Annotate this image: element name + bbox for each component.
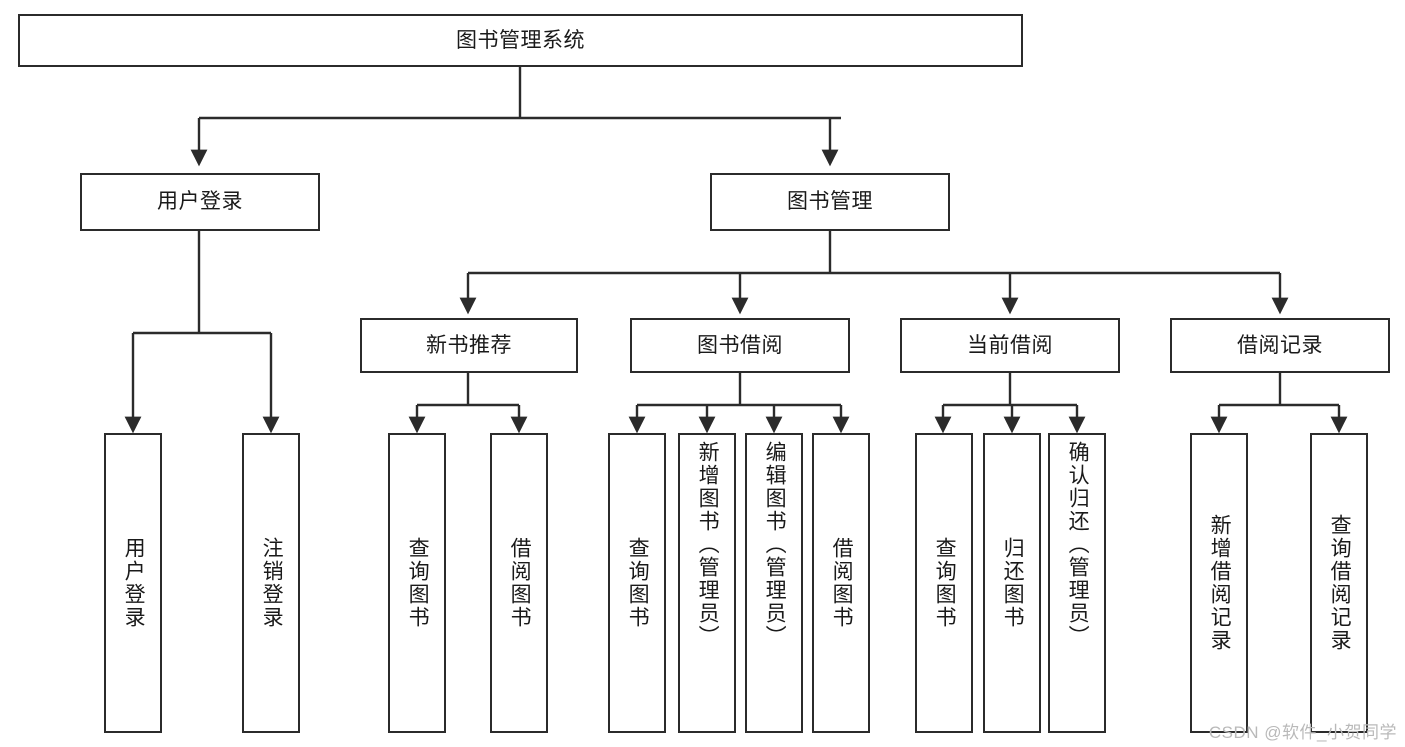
leaf-borrow-book-1[interactable]: 借阅图书 bbox=[490, 433, 548, 733]
node-root-system[interactable]: 图书管理系统 bbox=[18, 14, 1023, 67]
leaf-user-logout-label: 注销登录 bbox=[260, 537, 284, 629]
leaf-query-book-2-label: 查询图书 bbox=[626, 537, 650, 629]
leaf-borrow-book-1-label: 借阅图书 bbox=[508, 537, 532, 629]
leaf-edit-book[interactable]: 编辑图书（管理员） bbox=[745, 433, 803, 733]
leaf-confirm-return[interactable]: 确认归还（管理员） bbox=[1048, 433, 1106, 733]
leaf-query-book-1-label: 查询图书 bbox=[406, 537, 430, 629]
node-user-login-label: 用户登录 bbox=[157, 190, 243, 214]
watermark-text: CSDN @软件_小贺同学 bbox=[1208, 723, 1397, 742]
node-new-book-recommend[interactable]: 新书推荐 bbox=[360, 318, 578, 373]
node-borrow-record[interactable]: 借阅记录 bbox=[1170, 318, 1390, 373]
leaf-add-record[interactable]: 新增借阅记录 bbox=[1190, 433, 1248, 733]
leaf-return-book-label: 归还图书 bbox=[1001, 537, 1025, 629]
leaf-query-record[interactable]: 查询借阅记录 bbox=[1310, 433, 1368, 733]
leaf-borrow-book-2[interactable]: 借阅图书 bbox=[812, 433, 870, 733]
leaf-query-book-2[interactable]: 查询图书 bbox=[608, 433, 666, 733]
node-book-borrow-label: 图书借阅 bbox=[697, 333, 783, 357]
node-new-book-recommend-label: 新书推荐 bbox=[426, 333, 512, 357]
leaf-query-book-3-label: 查询图书 bbox=[933, 537, 957, 629]
leaf-borrow-book-2-label: 借阅图书 bbox=[830, 537, 854, 629]
leaf-add-record-label: 新增借阅记录 bbox=[1208, 514, 1232, 652]
leaf-user-login[interactable]: 用户登录 bbox=[104, 433, 162, 733]
leaf-user-logout[interactable]: 注销登录 bbox=[242, 433, 300, 733]
node-borrow-record-label: 借阅记录 bbox=[1237, 333, 1323, 357]
node-current-borrow-label: 当前借阅 bbox=[967, 333, 1053, 357]
leaf-user-login-label: 用户登录 bbox=[122, 537, 146, 629]
node-book-management[interactable]: 图书管理 bbox=[710, 173, 950, 231]
leaf-query-record-label: 查询借阅记录 bbox=[1328, 514, 1352, 652]
leaf-return-book[interactable]: 归还图书 bbox=[983, 433, 1041, 733]
leaf-query-book-1[interactable]: 查询图书 bbox=[388, 433, 446, 733]
node-root-system-label: 图书管理系统 bbox=[456, 28, 585, 52]
node-user-login[interactable]: 用户登录 bbox=[80, 173, 320, 231]
leaf-add-book[interactable]: 新增图书（管理员） bbox=[678, 433, 736, 733]
leaf-query-book-3[interactable]: 查询图书 bbox=[915, 433, 973, 733]
leaf-confirm-return-label: 确认归还（管理员） bbox=[1066, 441, 1090, 648]
node-book-borrow[interactable]: 图书借阅 bbox=[630, 318, 850, 373]
node-book-management-label: 图书管理 bbox=[787, 190, 873, 214]
leaf-add-book-label: 新增图书（管理员） bbox=[696, 441, 720, 648]
node-current-borrow[interactable]: 当前借阅 bbox=[900, 318, 1120, 373]
leaf-edit-book-label: 编辑图书（管理员） bbox=[763, 441, 787, 648]
